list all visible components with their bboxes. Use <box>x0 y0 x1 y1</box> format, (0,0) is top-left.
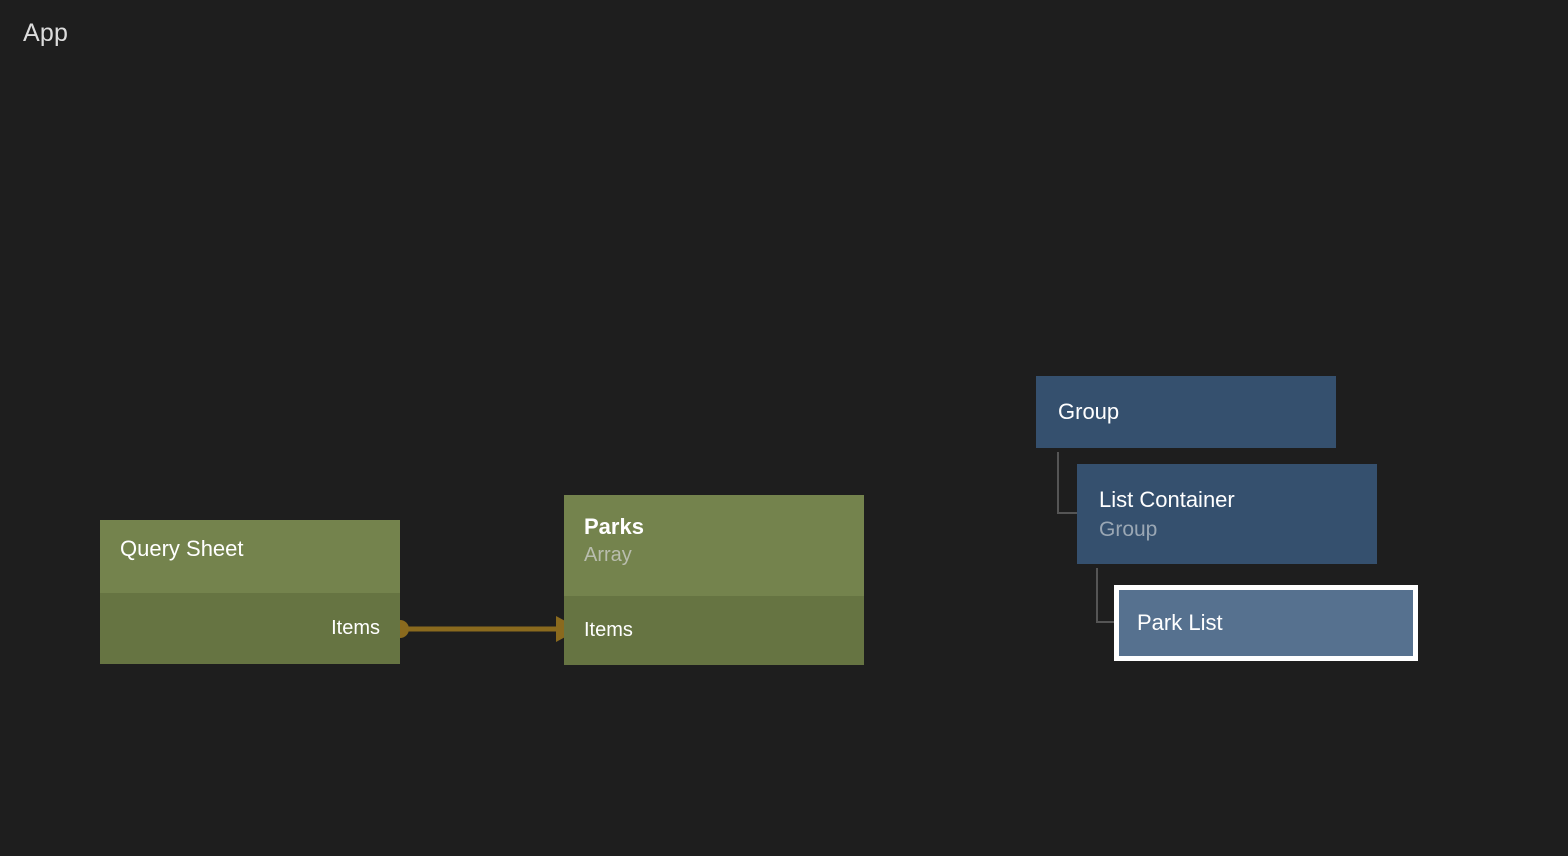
node-title: List Container <box>1099 486 1235 512</box>
node-list-container[interactable]: List Container Group <box>1077 464 1377 564</box>
node-header: Parks Array <box>564 495 864 596</box>
node-title: Query Sheet <box>120 536 244 561</box>
node-title: Parks <box>584 514 644 539</box>
port-row-items-out[interactable]: Items <box>100 593 400 664</box>
node-body: Items <box>100 593 400 664</box>
node-group[interactable]: Group <box>1036 376 1336 448</box>
node-title: Group <box>1058 399 1120 424</box>
tree-connector-group-to-list-container <box>1057 452 1077 514</box>
node-subtitle: Group <box>1099 517 1158 541</box>
node-title: Park List <box>1137 610 1223 635</box>
edge-query-sheet-items-to-parks-items[interactable] <box>390 612 580 646</box>
port-label: Items <box>331 617 380 639</box>
tree-connector-list-container-to-park-list <box>1096 568 1114 623</box>
node-query-sheet[interactable]: Query Sheet Items <box>100 520 400 664</box>
node-park-list[interactable]: Park List <box>1114 585 1418 661</box>
node-header: Query Sheet <box>100 520 400 593</box>
page-title: App <box>23 19 69 47</box>
port-row-items-in[interactable]: Items <box>564 596 864 665</box>
node-parks[interactable]: Parks Array Items <box>564 495 864 665</box>
node-subtitle: Array <box>584 544 632 566</box>
port-label: Items <box>584 619 633 641</box>
node-body: Items <box>564 596 864 665</box>
